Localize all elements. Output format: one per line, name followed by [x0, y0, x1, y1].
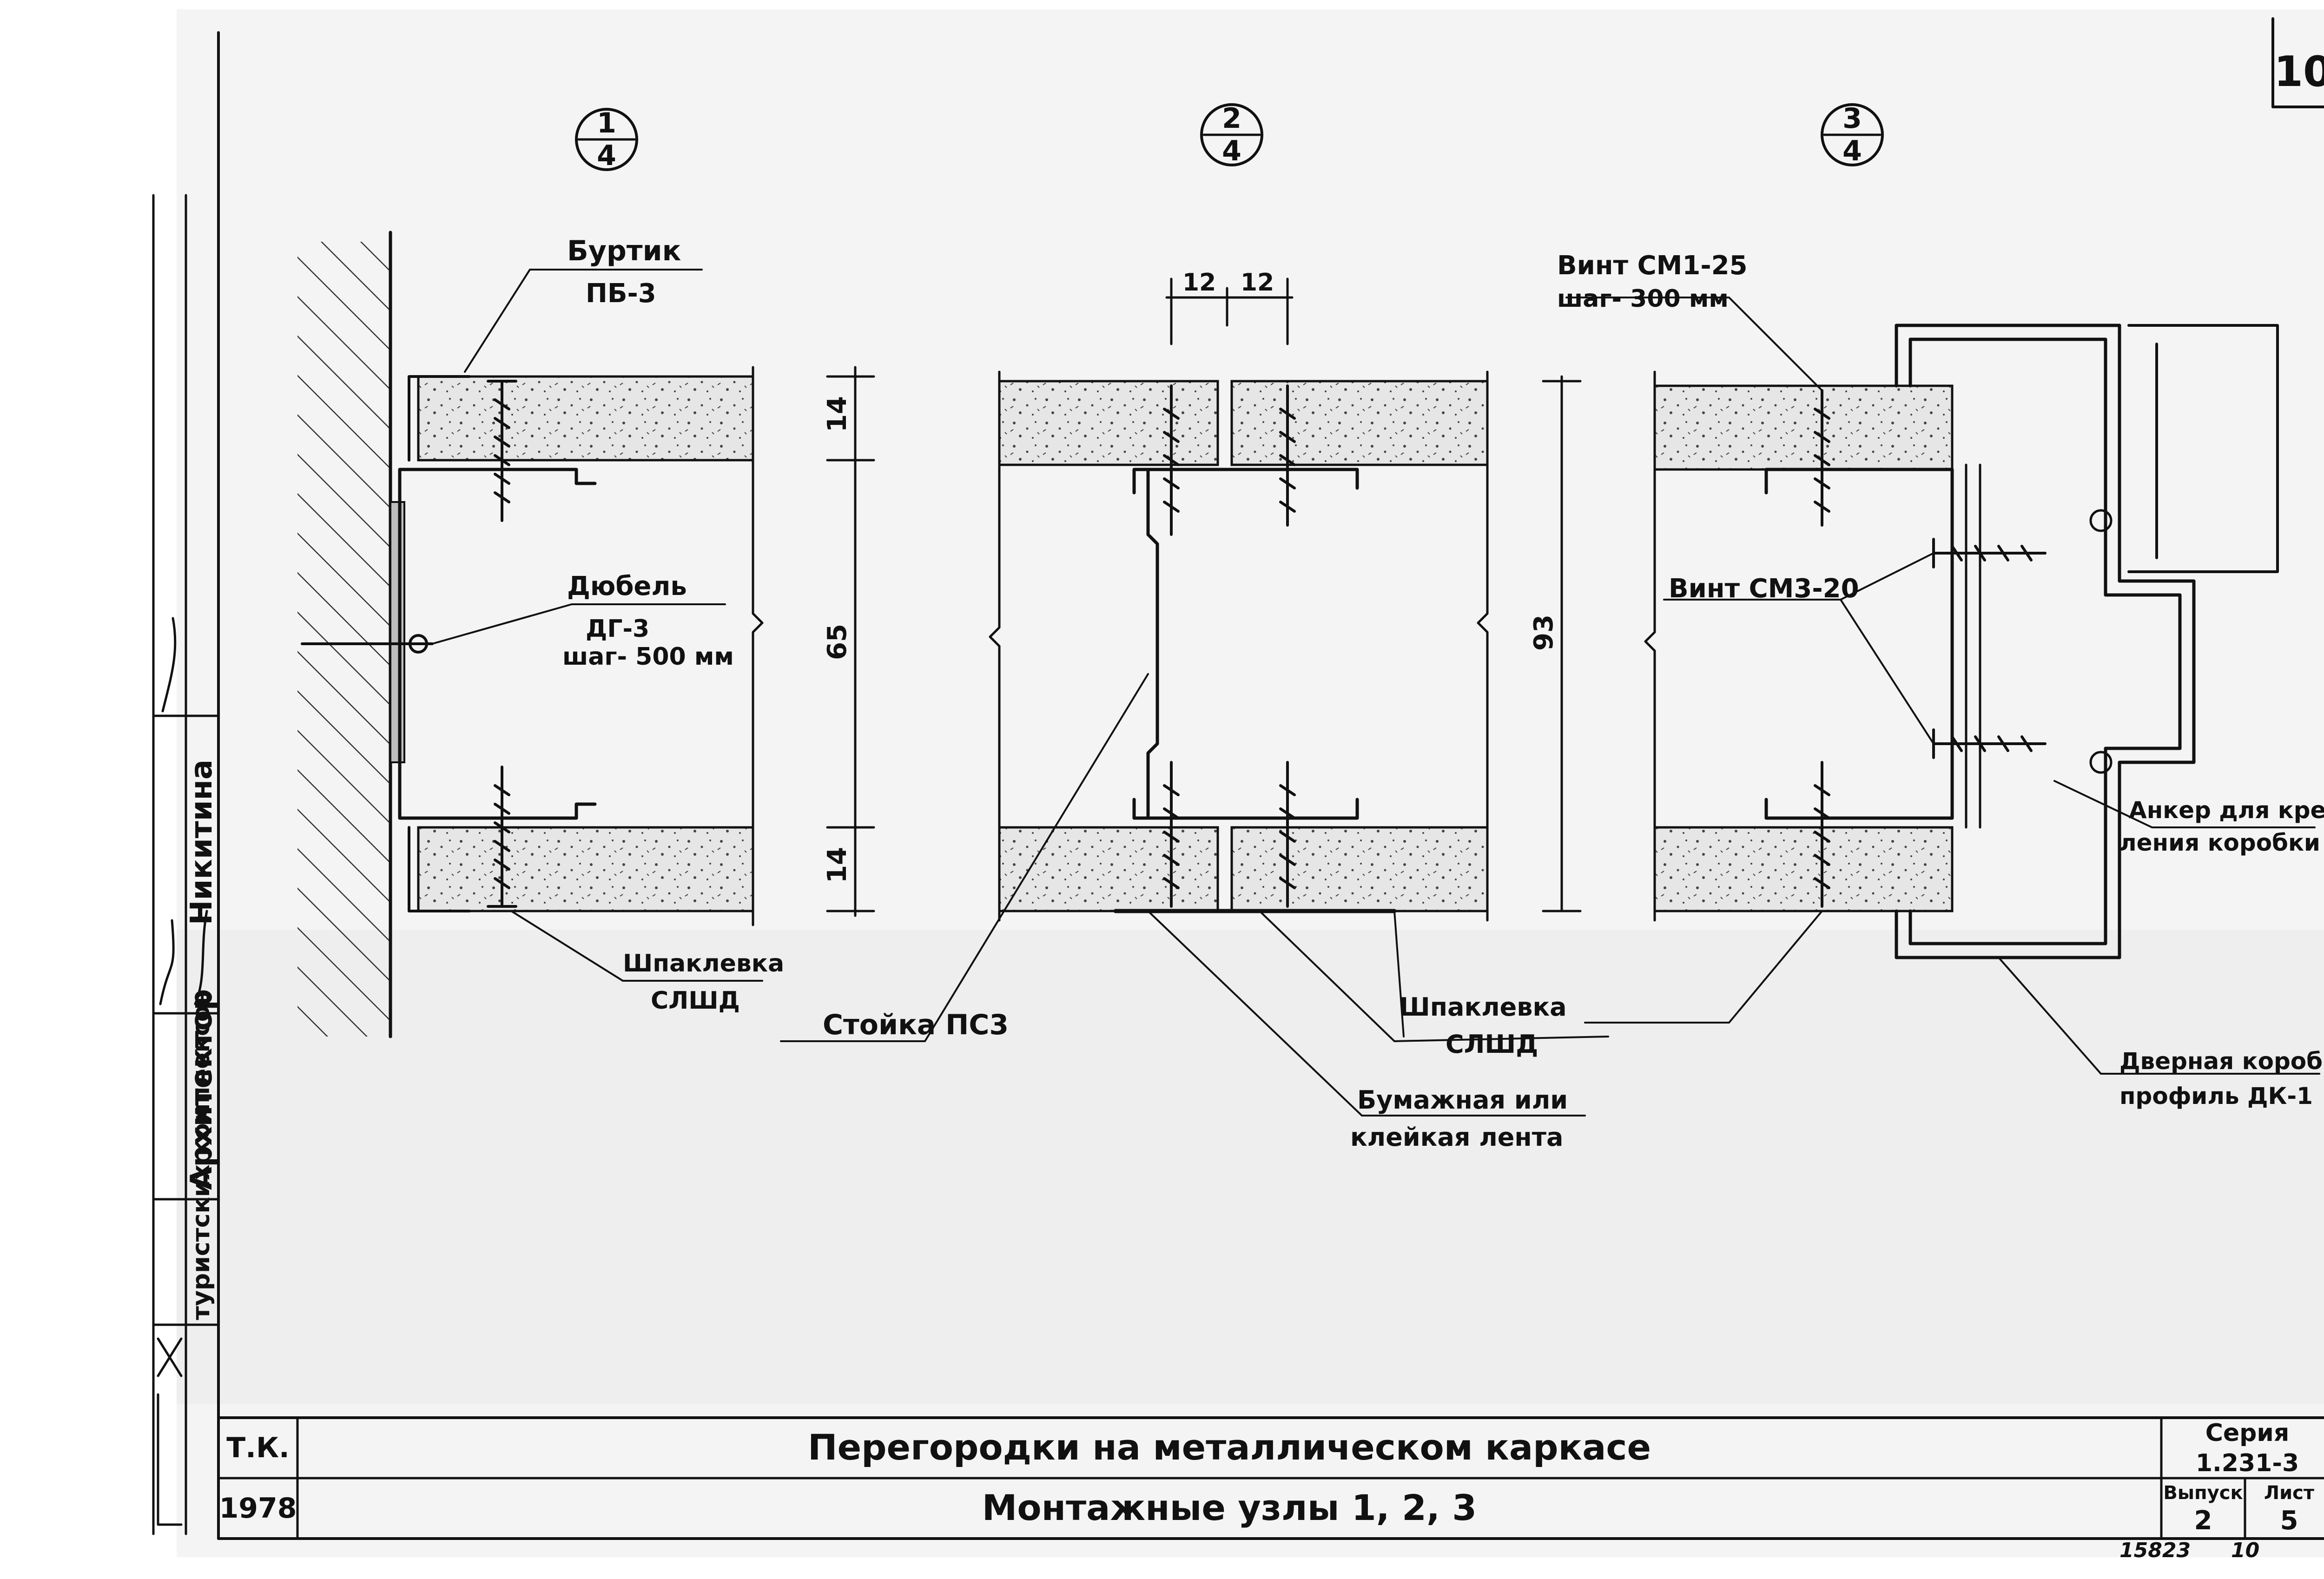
gypsum-board-top-left — [998, 380, 1219, 466]
sheet-frame — [217, 17, 2324, 1540]
break-line-1 — [752, 366, 764, 926]
label-anker-1: Анкер для креп — [2129, 797, 2324, 824]
label-korobka-1: Дверная коробк — [2119, 1048, 2324, 1075]
detail-2-stud-junction: 12 12 93 Стойка ПС3 Шпаклевка СЛШД Бумаж… — [780, 269, 1609, 1152]
dim-65: 65 — [822, 624, 852, 660]
dimension-vertical-1 — [826, 366, 875, 917]
detail-1-wall-junction: 14 65 14 Буртик ПБ-3 Дюбель ДГ-3 шаг- 50… — [297, 231, 875, 1038]
side-stamp: туристских комплексов Архитектор Никитин… — [152, 194, 220, 1535]
label-lenta-2: клейкая лента — [1350, 1123, 1563, 1152]
svg-text:4: 4 — [1222, 135, 1241, 167]
label-vint1-1: Винт СМ1-25 — [1557, 251, 1748, 281]
label-vint3: Винт СМ3-20 — [1669, 574, 1859, 604]
stud-ps3 — [1132, 468, 1359, 820]
label-dubel-3: шаг- 500 мм — [562, 643, 734, 671]
masonry-wall — [297, 242, 390, 1037]
break-line-2a — [989, 370, 1001, 922]
label-vint1-2: шаг- 300 мм — [1557, 285, 1729, 313]
detail-3-leaders — [1565, 297, 2320, 1075]
stamp-marks — [157, 1337, 183, 1526]
gypsum-board-bottom-left — [998, 826, 1219, 912]
break-line-2b — [1477, 370, 1489, 922]
seriya-value: 1.231-3 — [2196, 1449, 2299, 1477]
stamp-arkhitektor: Архитектор — [185, 989, 219, 1190]
label-burtik-1: Буртик — [567, 235, 681, 267]
detail-callout-2: 2 4 — [1200, 102, 1263, 167]
dim-12-a: 12 — [1182, 269, 1216, 297]
scan-shadow — [177, 930, 2324, 1404]
title-main: Перегородки на металлическом каркасе — [808, 1427, 1651, 1468]
anchor-bottom — [2089, 751, 2113, 774]
anchor-top — [2089, 509, 2113, 532]
footer-page: 10 — [2231, 1539, 2259, 1562]
label-dubel-2: ДГ-3 — [586, 615, 649, 643]
gypsum-board-bottom — [417, 826, 754, 912]
svg-text:4: 4 — [597, 139, 616, 172]
footer-inventory: 15823 — [2119, 1539, 2191, 1562]
label-shpaklevka-mid-2: СЛШД — [1446, 1030, 1538, 1059]
seriya-label: Серия — [2205, 1419, 2289, 1447]
door-leaf — [2127, 324, 2279, 573]
stud-screws — [1163, 384, 1296, 908]
screws-cm1 — [1814, 389, 1830, 908]
svg-text:4: 4 — [1842, 135, 1862, 167]
frame-inner-lines — [1965, 463, 1981, 829]
label-burtik-2: ПБ-3 — [586, 278, 656, 309]
dim-14-top: 14 — [822, 396, 852, 432]
dowel — [301, 634, 434, 654]
stamp-kompleksov: туристских комплексов — [187, 990, 215, 1320]
dim-14-bottom: 14 — [822, 847, 852, 883]
label-shpaklevka-left-1: Шпаклевка — [623, 950, 784, 978]
dim-93: 93 — [1529, 614, 1559, 651]
label-anker-2: ления коробки — [2119, 829, 2320, 856]
list-label: Лист — [2264, 1482, 2315, 1504]
stamp-nikitina: Никитина — [185, 760, 219, 925]
stamp-signature — [159, 617, 208, 1005]
label-lenta-1: Бумажная или — [1357, 1085, 1568, 1115]
detail-1-leaders — [431, 269, 763, 982]
detail-callout-1: 1 4 — [575, 107, 638, 172]
label-dubel-1: Дюбель — [567, 571, 687, 601]
bead-profile — [408, 375, 471, 912]
screw-top — [487, 380, 517, 522]
dim-12-b: 12 — [1241, 269, 1274, 297]
title-sub: Монтажные узлы 1, 2, 3 — [982, 1487, 1477, 1528]
detail-3-door-junction: Винт СМ1-25 шаг- 300 мм Винт СМ3-20 Анке… — [1557, 251, 2324, 1110]
profile-3 — [1764, 468, 1954, 820]
vypusk-value: 2 — [2194, 1506, 2212, 1536]
dimension-horizontal-12 — [1165, 277, 1294, 345]
sheet-corner-number: 10 — [2274, 47, 2324, 96]
title-block: Т.К. 1978 Перегородки на металлическом к… — [217, 1416, 2324, 1540]
label-stoyka: Стойка ПС3 — [823, 1009, 1009, 1041]
gypsum-board-bottom-3 — [1653, 826, 1954, 912]
screw-bottom — [487, 766, 517, 908]
gypsum-board-top — [417, 375, 754, 462]
label-shpaklevka-mid-1: Шпаклевка — [1399, 992, 1567, 1022]
detail-2-leaders — [780, 673, 1609, 1117]
label-korobka-2: профиль ДК-1 — [2119, 1083, 2313, 1110]
gypsum-board-top-right — [1230, 380, 1489, 466]
svg-text:1: 1 — [597, 107, 616, 139]
detail-callout-3: 3 4 — [1821, 102, 1884, 167]
title-code: Т.К. — [226, 1432, 290, 1464]
list-value: 5 — [2280, 1506, 2298, 1536]
label-shpaklevka-left-2: СЛШД — [651, 987, 740, 1015]
svg-text:2: 2 — [1222, 102, 1241, 135]
title-year: 1978 — [219, 1492, 297, 1525]
dimension-vertical-93 — [1542, 375, 1582, 912]
gypsum-board-top-3 — [1653, 384, 1954, 471]
sealing-strip — [390, 501, 405, 763]
svg-text:3: 3 — [1842, 102, 1862, 135]
door-frame-dk1 — [1895, 324, 2196, 959]
vypusk-label: Выпуск — [2163, 1482, 2243, 1504]
gypsum-board-bottom-right — [1230, 826, 1489, 912]
break-line-3 — [1644, 370, 1656, 922]
